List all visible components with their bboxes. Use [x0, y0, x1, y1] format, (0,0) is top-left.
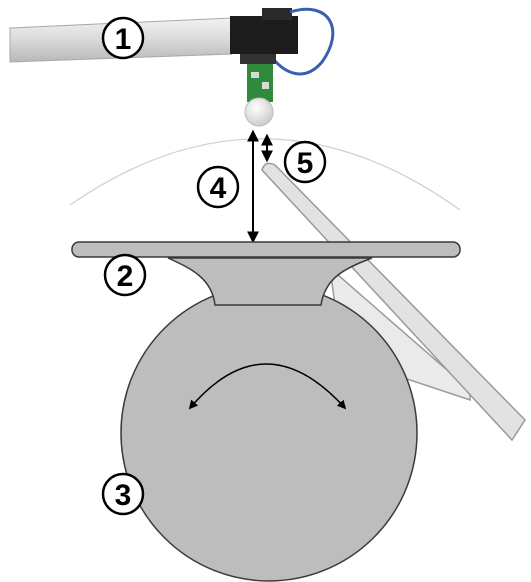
swing-arc [69, 138, 461, 211]
wheel-mount [167, 257, 373, 306]
callout-1: 1 [101, 16, 145, 60]
callout-1-label: 1 [115, 23, 132, 56]
wheel-assembly [71, 241, 461, 582]
rotation-icon [188, 363, 347, 410]
callout-5: 5 [283, 140, 327, 184]
platform [71, 241, 461, 258]
callout-4: 4 [196, 165, 240, 209]
callout-3-label: 3 [115, 479, 132, 512]
wheel [120, 284, 418, 582]
callout-4-label: 4 [210, 172, 227, 205]
callout-2-label: 2 [117, 260, 134, 293]
callout-2: 2 [103, 253, 147, 297]
probe-ball [244, 97, 274, 127]
support-plate [261, 162, 526, 442]
sensor-head [230, 7, 335, 127]
callout-5-label: 5 [297, 147, 314, 180]
callout-3: 3 [101, 472, 145, 516]
sensor-cable [268, 7, 335, 76]
